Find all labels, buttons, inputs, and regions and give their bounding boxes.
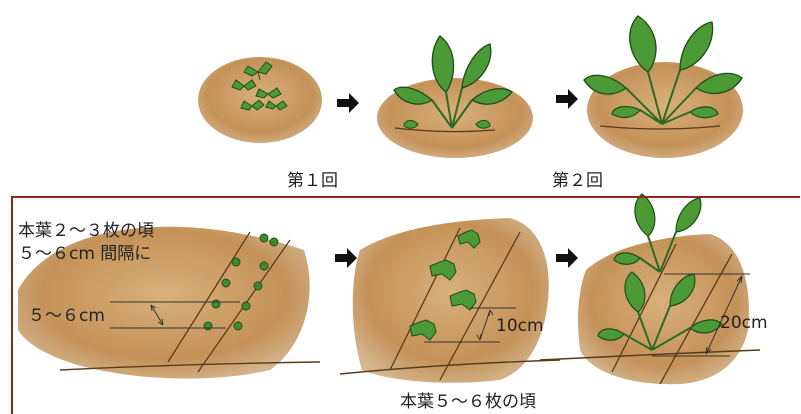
leaf-2 [461, 43, 492, 89]
sprout-4 [240, 99, 265, 111]
note-spacing: ５～６cm 間隔に [18, 244, 152, 264]
leaf-1 [431, 35, 455, 93]
label-second-thinning: 第２回 [552, 171, 603, 191]
label-spacing-large: 20cm [720, 313, 768, 333]
sprout-1 [243, 61, 273, 81]
bottom-bed-2 [339, 218, 561, 383]
label-first-thinning: 第１回 [287, 171, 338, 191]
arrow-right-icon [335, 248, 357, 268]
stage-frame [11, 196, 800, 414]
sprout-2 [231, 79, 257, 91]
mature-plant-lower [597, 271, 723, 351]
label-spacing-small: ５～６cm [28, 306, 105, 326]
leaf-4 [393, 86, 434, 105]
seedling-rows [203, 233, 279, 331]
label-spacing-mid: 10cm [496, 316, 544, 336]
arrow-right-icon [556, 89, 578, 109]
sprout-5 [265, 100, 288, 111]
top-stage-3 [583, 15, 743, 158]
caption-true-leaves: 本葉５～６枚の頃 [400, 392, 536, 412]
arrow-right-icon [337, 93, 359, 113]
bottom-bed-3 [539, 193, 761, 385]
top-stage-1 [198, 57, 322, 143]
young-plants [409, 229, 481, 341]
top-stage-2 [377, 35, 533, 158]
leaf-3 [470, 88, 513, 105]
note-true-leaves: 本葉２～３枚の頃 [18, 221, 154, 241]
bottom-bed-1 [18, 226, 321, 379]
arrow-right-icon [556, 248, 578, 268]
mature-plant-upper [613, 193, 702, 273]
sprout-3 [255, 87, 282, 99]
